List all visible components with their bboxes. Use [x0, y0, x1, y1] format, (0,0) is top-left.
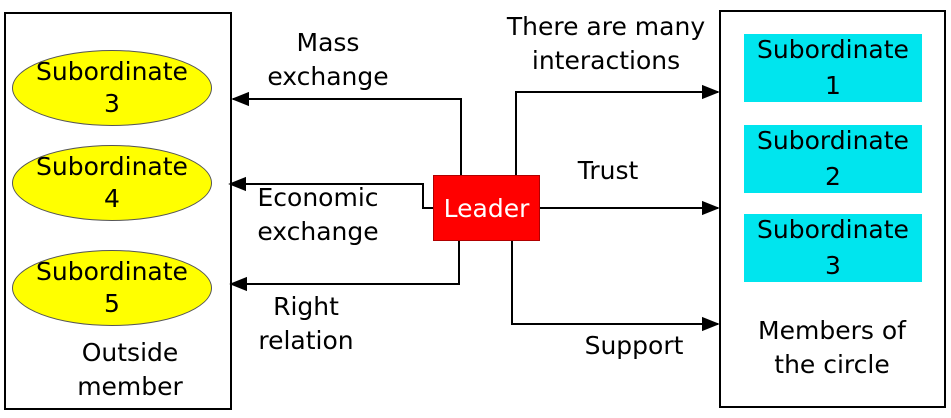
outside-subordinate-3: Subordinate 3	[12, 50, 212, 126]
circle-member-label: Members of the circle	[758, 316, 906, 379]
arrow-interactions	[515, 84, 720, 176]
label-right-relation: Right relation	[258, 292, 354, 355]
outside-subordinate-5: Subordinate 5	[12, 250, 212, 326]
arrow-mass-exchange	[231, 91, 462, 176]
arrow-support	[511, 241, 720, 332]
label-economic-exchange: Economic exchange	[257, 183, 379, 246]
circle-subordinate-3: Subordinate 3	[744, 214, 922, 282]
label-mass-exchange: Mass exchange	[267, 28, 389, 91]
circle-subordinate-1: Subordinate 1	[744, 34, 922, 102]
label-support: Support	[584, 331, 684, 360]
outside-subordinate-4: Subordinate 4	[12, 145, 212, 221]
label-interactions: There are many interactions	[506, 12, 706, 75]
circle-subordinate-2: Subordinate 2	[744, 125, 922, 193]
leader-box: Leader	[433, 175, 540, 241]
label-trust: Trust	[577, 156, 639, 185]
arrow-right-relation	[229, 241, 460, 292]
arrow-economic-exchange	[228, 176, 433, 209]
outside-member-label: Outside member	[77, 338, 183, 401]
